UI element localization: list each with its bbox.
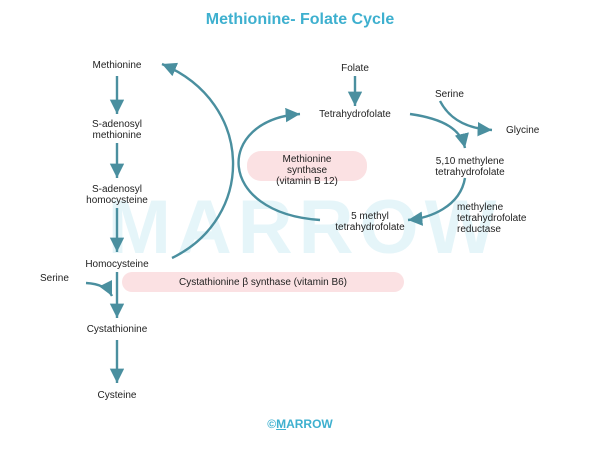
cbs-pill: [122, 272, 404, 292]
watermark: MARROW: [107, 185, 503, 270]
label-tetrahydrofolate: Tetrahydrofolate: [319, 109, 391, 120]
label-methionine-synthase: Methionine synthase (vitamin B 12): [276, 154, 338, 187]
copyright-symbol: ©: [267, 417, 277, 431]
label-serine-right: Serine: [435, 89, 464, 100]
label-homocysteine: Homocysteine: [85, 259, 149, 270]
label-folate: Folate: [341, 63, 369, 74]
label-serine-left: Serine: [40, 273, 69, 284]
label-cystathionine-beta-synthase: Cystathionine β synthase (vitamin B6): [178, 277, 348, 288]
label-methionine: Methionine: [92, 60, 142, 71]
footer-logo-rest: ARROW: [286, 417, 333, 431]
label-cystathionine: Cystathionine: [86, 324, 148, 335]
label-cysteine: Cysteine: [97, 390, 137, 401]
footer-logo: ©MARROW: [0, 417, 600, 431]
label-methyl-thf: 5 methyl tetrahydrofolate: [335, 211, 405, 233]
footer-logo-m: M: [276, 417, 287, 431]
arrow-methyl-thf-to-thf: [237, 107, 321, 222]
label-s-adenosyl-homocysteine: S-adenosyl homocysteine: [86, 184, 148, 206]
arrow-homocysteine-to-methionine: [161, 62, 235, 260]
arrow-serine-to-glycine: [438, 100, 493, 137]
methionine-synthase-pill: [247, 151, 367, 181]
label-s-adenosyl-methionine: S-adenosyl methionine: [91, 119, 143, 141]
label-methylene-thf: 5,10 methylene tetrahydrofolate: [435, 156, 505, 178]
arrow-serine-to-cystathionine: [85, 279, 114, 297]
label-mthfr: methylene tetrahydrofolate reductase: [457, 202, 527, 235]
label-glycine: Glycine: [506, 125, 540, 136]
arrow-thf-to-methylene-thf: [409, 112, 469, 149]
arrow-methylene-thf-to-methyl-thf: [407, 177, 467, 226]
diagram-title: Methionine- Folate Cycle: [205, 11, 395, 28]
